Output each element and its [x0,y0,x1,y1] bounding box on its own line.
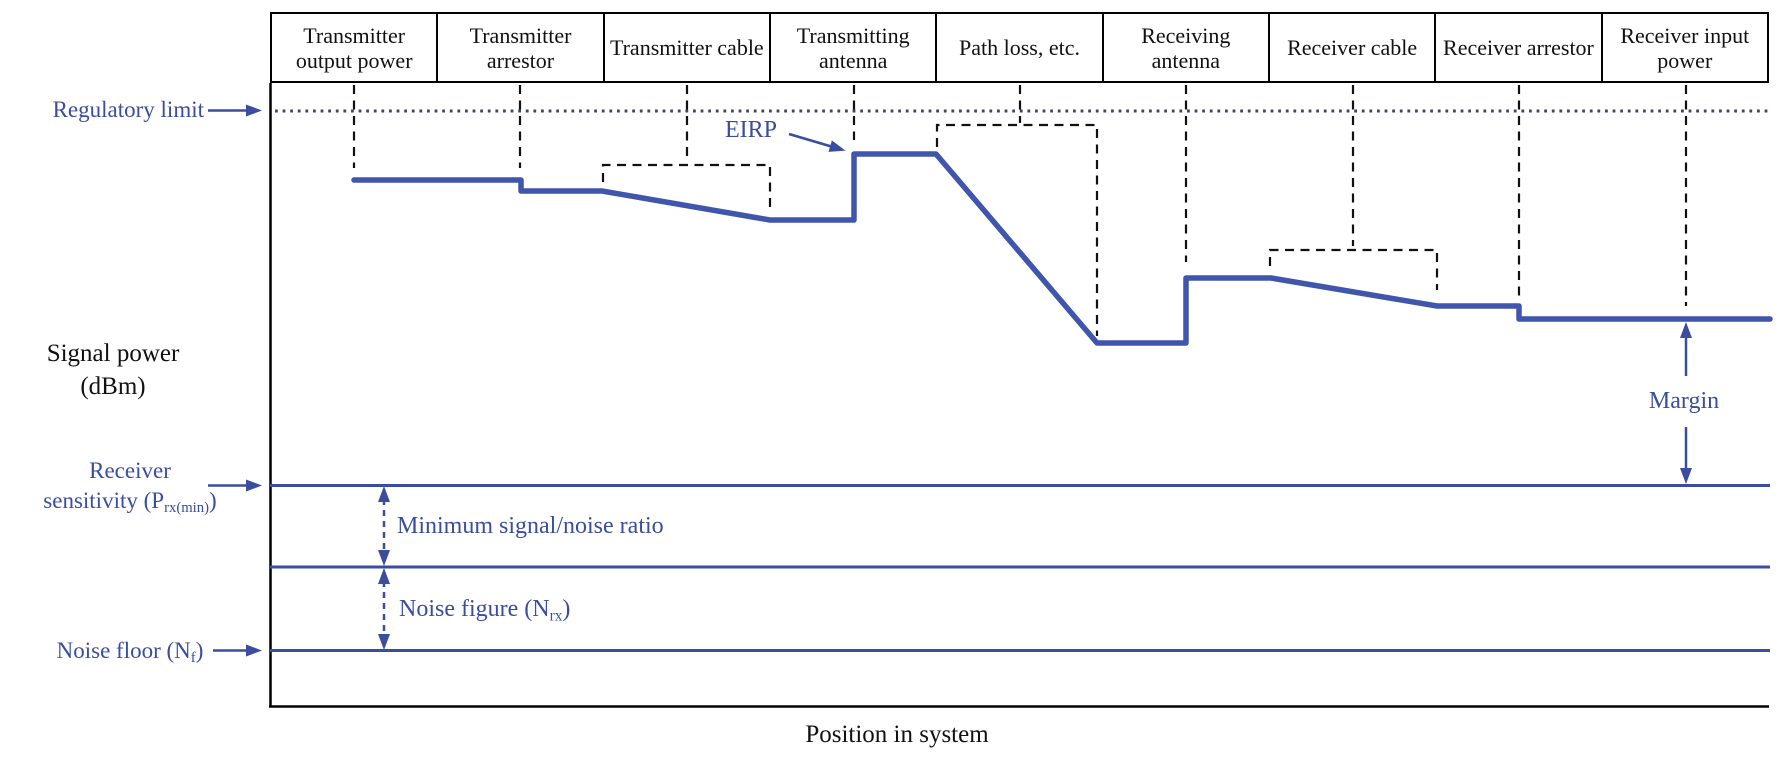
y-axis-label: Signal power (dBm) [23,337,203,403]
header-cell-path-loss: Path loss, etc. [937,14,1104,81]
y-axis-label-line2: (dBm) [80,373,146,400]
min-snr-label: Minimum signal/noise ratio [397,513,664,539]
header-cell-transmitter-output-power: Transmitter output power [272,14,439,81]
plot-axes [269,83,1769,708]
signal-power-line [351,151,1773,346]
annotation-arrows [208,104,1692,657]
x-axis-label: Position in system [805,721,989,748]
eirp-label: EIRP [724,117,777,143]
regulatory-limit-label: Regulatory limit [52,97,204,122]
header-cell-transmitting-antenna: Transmitting antenna [771,14,938,81]
header-cell-transmitter-arrestor: Transmitter arrestor [438,14,605,81]
component-header-row: Transmitter output power Transmitter arr… [270,12,1769,83]
noise-floor-label: Noise floor (Nf) [56,638,204,667]
receiver-sensitivity-label: Receiver sensitivity (Prx(min)) [43,458,217,517]
y-axis-label-line1: Signal power [46,340,180,367]
reference-level-lines [270,484,1770,652]
header-cell-receiving-antenna: Receiving antenna [1104,14,1270,81]
header-cell-transmitter-cable: Transmitter cable [605,14,771,81]
header-cell-receiver-input-power: Receiver input power [1620,22,1750,73]
header-cell-receiver-arrestor: Receiver arrestor [1436,14,1603,81]
header-cell-receiver-cable: Receiver cable [1270,14,1437,81]
dashed-guides [352,85,1688,336]
noise-figure-label: Noise figure (Nrx) [399,596,571,625]
margin-label: Margin [1648,388,1720,414]
eirp-arrow [788,132,846,152]
